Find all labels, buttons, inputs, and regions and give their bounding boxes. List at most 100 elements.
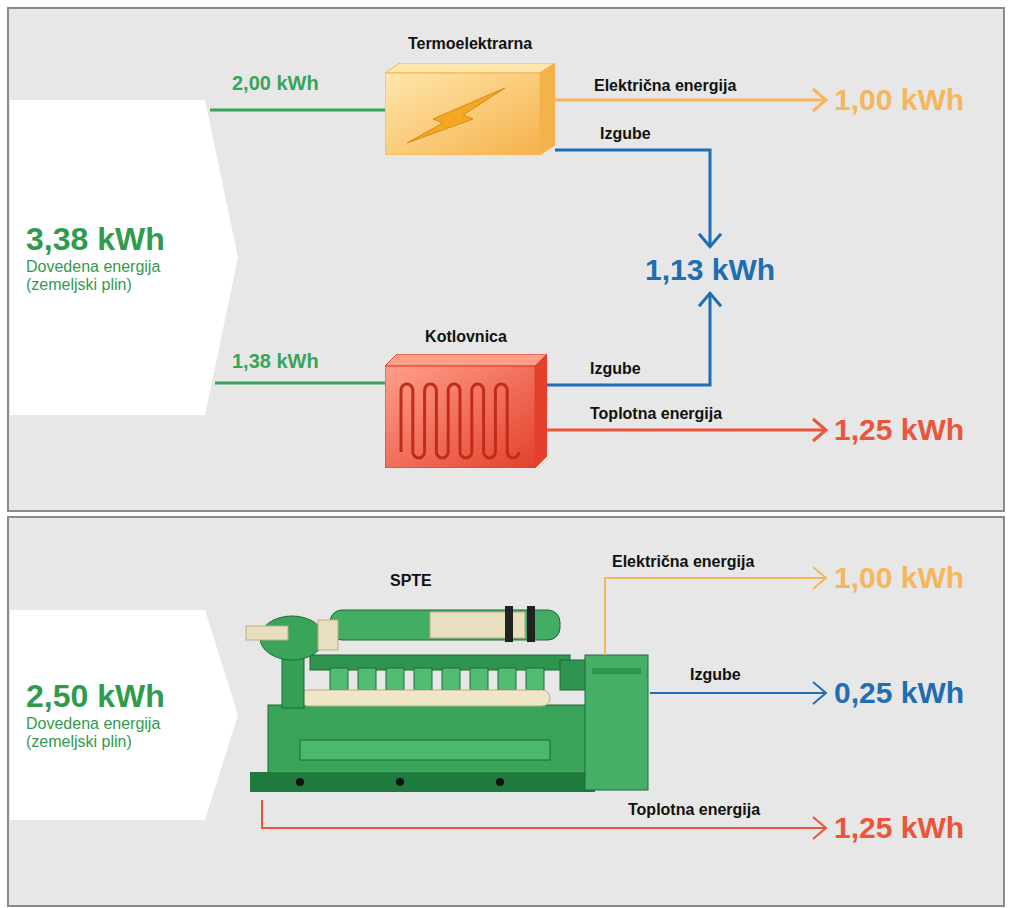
arrow-head bbox=[813, 89, 826, 111]
arrow-head bbox=[699, 234, 721, 247]
cylinder-head bbox=[358, 668, 376, 690]
energy-value-box: 0,25 kWh bbox=[832, 676, 966, 711]
flow-line bbox=[262, 800, 826, 828]
flow-label: Električna energija bbox=[612, 553, 754, 571]
flow-line bbox=[605, 578, 826, 655]
energy-value: 1,25 kWh bbox=[834, 811, 964, 846]
cylinder-head bbox=[498, 668, 516, 690]
chevron-shape bbox=[10, 610, 238, 820]
duct-band bbox=[505, 606, 513, 642]
crankcase-panel bbox=[300, 740, 550, 760]
flow-label: 1,38 kWh bbox=[232, 350, 319, 373]
cylinder-head bbox=[414, 668, 432, 690]
box-top-face bbox=[385, 354, 547, 366]
node-shape bbox=[385, 354, 547, 468]
flow-line bbox=[650, 692, 826, 694]
heading-row: Kotlovnica bbox=[385, 328, 547, 346]
arrow-head bbox=[813, 567, 826, 589]
node-shape bbox=[385, 63, 555, 155]
air-duct bbox=[330, 610, 560, 640]
power-plant-box: Termoelektrarna bbox=[385, 35, 555, 155]
intake-pipe bbox=[300, 690, 550, 706]
cylinder-head bbox=[442, 668, 460, 690]
energy-total: 2,50 kWh bbox=[26, 678, 178, 715]
chevron-shape bbox=[10, 100, 238, 415]
flow-label: Toplotna energija bbox=[590, 405, 722, 423]
flow-line bbox=[547, 429, 826, 432]
unit-heading: SPTE bbox=[390, 572, 432, 590]
flow-label: Toplotna energija bbox=[628, 801, 760, 819]
duct-band bbox=[527, 606, 535, 642]
flow-arrow bbox=[262, 800, 826, 839]
chp-unit: SPTE bbox=[240, 566, 650, 800]
energy-value: 1,00 kWh bbox=[834, 83, 964, 118]
flow-label: Izgube bbox=[690, 666, 741, 684]
input-chevron: 3,38 kWhDovedena energija (zemeljski pli… bbox=[10, 100, 238, 415]
energy-value-box: 1,13 kWh bbox=[643, 253, 777, 288]
engine-skid bbox=[250, 772, 595, 792]
chp-engine bbox=[246, 606, 648, 792]
energy-value-box: 1,00 kWh bbox=[832, 561, 966, 596]
exhaust-elbow bbox=[246, 626, 288, 640]
flow-arrow bbox=[605, 567, 826, 655]
unit-heading: Termoelektrarna bbox=[408, 35, 532, 53]
cylinder-head bbox=[526, 668, 544, 690]
input-label: Dovedena energija (zemeljski plin) bbox=[26, 715, 178, 752]
skid-foot bbox=[396, 778, 404, 786]
boiler-box: Kotlovnica bbox=[385, 328, 547, 468]
flow-arrow bbox=[210, 110, 385, 111]
chevron-text: 2,50 kWhDovedena energija (zemeljski pli… bbox=[10, 610, 238, 820]
flow-arrow bbox=[215, 383, 385, 384]
heading-row: Termoelektrarna bbox=[385, 35, 555, 53]
arrow-head bbox=[813, 682, 826, 704]
skid-foot bbox=[296, 778, 304, 786]
arrow-head bbox=[813, 817, 826, 839]
energy-value: 1,25 kWh bbox=[834, 413, 964, 448]
heating-coil bbox=[401, 384, 519, 458]
flow-label: 2,00 kWh bbox=[232, 72, 319, 95]
flow-label: Izgube bbox=[600, 125, 651, 143]
box-side-face bbox=[540, 63, 555, 155]
arrow-head bbox=[699, 293, 721, 306]
turbo-outlet bbox=[318, 620, 338, 650]
flow-label: Električna energija bbox=[594, 77, 736, 95]
box-front-face bbox=[385, 366, 535, 468]
input-chevron: 2,50 kWhDovedena energija (zemeljski pli… bbox=[10, 610, 238, 820]
energy-value-box: 1,25 kWh bbox=[832, 811, 966, 846]
input-label: Dovedena energija (zemeljski plin) bbox=[26, 258, 178, 295]
chevron-text: 3,38 kWhDovedena energija (zemeljski pli… bbox=[10, 100, 238, 415]
flow-arrow bbox=[650, 682, 826, 704]
flow-arrow bbox=[547, 419, 826, 441]
energy-value: 1,00 kWh bbox=[834, 561, 964, 596]
box-side-face bbox=[535, 354, 547, 468]
generator-rib bbox=[592, 668, 641, 674]
box-front-face bbox=[385, 73, 540, 155]
cylinder-head bbox=[386, 668, 404, 690]
flow-line bbox=[555, 99, 826, 102]
flow-line bbox=[555, 150, 710, 247]
cylinder-head bbox=[470, 668, 488, 690]
energy-value: 1,13 kWh bbox=[645, 253, 775, 288]
flow-arrow bbox=[555, 150, 721, 247]
heading-row: SPTE bbox=[240, 566, 650, 590]
skid-foot bbox=[496, 778, 504, 786]
top-panel bbox=[8, 8, 1004, 511]
box-top-face bbox=[385, 63, 555, 73]
unit-heading: Kotlovnica bbox=[425, 328, 507, 346]
cylinder-head bbox=[330, 668, 348, 690]
flow-line bbox=[210, 109, 385, 112]
terminal-box bbox=[560, 660, 588, 690]
arrow-head bbox=[813, 419, 826, 441]
bottom-panel bbox=[8, 517, 1004, 906]
energy-total: 3,38 kWh bbox=[26, 221, 178, 258]
flow-arrow bbox=[547, 293, 721, 385]
flow-line bbox=[215, 382, 385, 385]
crankcase bbox=[268, 705, 588, 773]
energy-value: 0,25 kWh bbox=[834, 676, 964, 711]
flow-line bbox=[547, 293, 710, 385]
flow-label: Izgube bbox=[590, 360, 641, 378]
energy-value-box: 1,25 kWh bbox=[832, 413, 966, 448]
lightning-symbol bbox=[407, 88, 505, 143]
generator bbox=[585, 655, 648, 790]
